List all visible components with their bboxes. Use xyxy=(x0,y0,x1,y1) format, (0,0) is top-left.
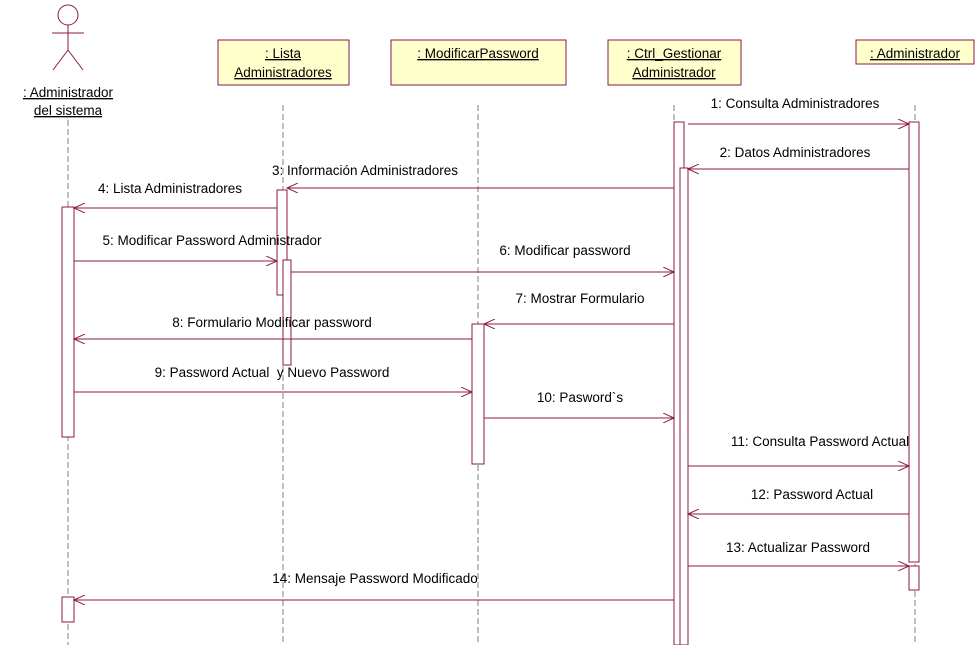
message-8-label: 8: Formulario Modificar password xyxy=(172,315,372,330)
object-lista-label-line1: : Lista xyxy=(265,46,302,61)
actor-administrador-del-sistema: : Administrador del sistema xyxy=(23,4,114,118)
message-6-label: 6: Modificar password xyxy=(499,243,630,258)
object-modificar-password: : ModificarPassword xyxy=(390,39,567,86)
message-11-label: 11: Consulta Password Actual xyxy=(731,434,909,449)
message-14: 14: Mensaje Password Modificado xyxy=(74,571,674,600)
object-admin-label: : Administrador xyxy=(870,46,961,61)
object-modificar-label: : ModificarPassword xyxy=(417,46,539,61)
message-8: 8: Formulario Modificar password xyxy=(74,315,472,339)
message-5-label: 5: Modificar Password Administrador xyxy=(102,233,322,248)
message-3-label: 3: Información Administradores xyxy=(272,163,458,178)
message-1: 1: Consulta Administradores xyxy=(688,96,909,124)
message-9-label: 9: Password Actual y Nuevo Password xyxy=(155,365,390,380)
object-ctrl-label-line1: : Ctrl_Gestionar xyxy=(627,46,722,61)
message-12: 12: Password Actual xyxy=(688,487,909,514)
message-13-label: 13: Actualizar Password xyxy=(726,540,870,555)
stick-figure-icon xyxy=(52,4,84,71)
message-6: 6: Modificar password xyxy=(291,243,674,272)
message-4-label: 4: Lista Administradores xyxy=(98,181,242,196)
message-14-label: 14: Mensaje Password Modificado xyxy=(272,571,478,586)
object-lista-administradores: : Lista Administradores xyxy=(217,39,350,86)
actor-label-line1: : Administrador xyxy=(23,85,114,100)
activation-bars xyxy=(61,121,920,645)
activation-ctrl-inner xyxy=(679,167,689,645)
activation-admin-main xyxy=(908,121,920,563)
activation-modificar xyxy=(471,323,485,465)
actor-label-line2: del sistema xyxy=(34,103,103,118)
message-4: 4: Lista Administradores xyxy=(74,181,277,208)
object-administrador: : Administrador xyxy=(855,39,975,65)
object-ctrl-gestionar-administrador: : Ctrl_Gestionar Administrador xyxy=(607,39,742,86)
activation-actor-2 xyxy=(61,596,75,623)
activation-admin-2 xyxy=(908,565,920,591)
message-2: 2: Datos Administradores xyxy=(688,145,909,169)
message-5: 5: Modificar Password Administrador xyxy=(74,233,322,261)
message-2-label: 2: Datos Administradores xyxy=(720,145,871,160)
message-7: 7: Mostrar Formulario xyxy=(484,291,674,324)
message-7-label: 7: Mostrar Formulario xyxy=(515,291,644,306)
message-3: 3: Información Administradores xyxy=(272,163,674,188)
message-10: 10: Pasword`s xyxy=(484,390,674,418)
object-lista-label-line2: Administradores xyxy=(234,65,332,80)
activation-lista-1 xyxy=(276,189,288,296)
message-13: 13: Actualizar Password xyxy=(688,540,909,566)
message-9: 9: Password Actual y Nuevo Password xyxy=(74,365,472,392)
message-12-label: 12: Password Actual xyxy=(751,487,873,502)
message-1-label: 1: Consulta Administradores xyxy=(711,96,880,111)
activation-lista-2 xyxy=(282,259,292,366)
message-10-label: 10: Pasword`s xyxy=(537,390,624,405)
activation-actor-1 xyxy=(61,206,75,438)
message-11: 11: Consulta Password Actual xyxy=(688,434,909,466)
messages: 1: Consulta Administradores 2: Datos Admi… xyxy=(74,96,909,600)
object-ctrl-label-line2: Administrador xyxy=(632,65,716,80)
